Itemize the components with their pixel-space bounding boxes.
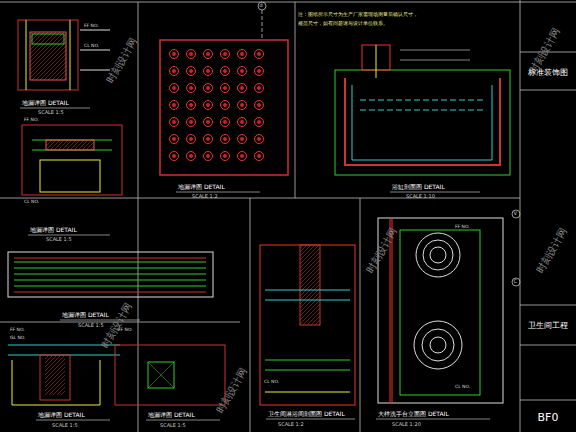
detail-title: 卫生间淋浴间剖面图 DETAIL — [268, 411, 345, 417]
annotation: FF NO. — [10, 328, 25, 333]
annotation: SCALE 1:5 — [78, 323, 104, 328]
detail-title: 地漏详图 DETAIL — [22, 100, 69, 106]
title-block-cell: 卫生间工程 — [521, 310, 575, 340]
annotation: SCALE 1:2 — [192, 194, 218, 199]
watermark: 时刻设计网 — [535, 227, 569, 275]
watermark: 时刻设计网 — [215, 367, 249, 415]
watermark: 时刻设计网 — [105, 37, 139, 85]
annotation: SCALE 1:5 — [160, 423, 186, 428]
title-text: 标准装饰图 — [528, 67, 568, 78]
annotation: V — [514, 211, 517, 216]
annotation: CL NO. — [24, 200, 39, 205]
detail-title: 地漏详图 DETAIL — [148, 412, 195, 418]
watermark: 时刻设计网 — [365, 227, 399, 275]
detail-title: 浴缸剖面图 DETAIL — [392, 184, 445, 190]
annotation: C — [514, 279, 518, 284]
annotation: 注：图纸所示尺寸为生产厂家需现场测量后确认尺寸， — [298, 12, 418, 17]
detail-title: 地漏详图 DETAIL — [178, 184, 225, 190]
detail-title: 地漏详图 DETAIL — [62, 312, 109, 318]
annotation: SCALE 1:20 — [392, 422, 421, 427]
detail-title: 地漏详图 DETAIL — [38, 412, 85, 418]
annotation: SCALE 1:5 — [46, 237, 72, 242]
title-text: BF0 — [538, 411, 559, 424]
annotation: CL NO. — [84, 44, 99, 49]
annotation: FF NO. — [24, 118, 39, 123]
title-block-cell: BF0 — [521, 404, 575, 430]
detail-title: 大样洗手台立面图 DETAIL — [378, 411, 449, 417]
annotation: CL NO. — [264, 380, 279, 385]
annotation: CL NO. — [455, 385, 470, 390]
detail-title: 地漏详图 DETAIL — [30, 227, 77, 233]
annotation: SCALE 1:2 — [278, 422, 304, 427]
annotation: FF NO. — [455, 225, 470, 230]
annotation: d — [260, 3, 263, 8]
annotation: FF NO. — [84, 24, 99, 29]
annotation: GL NO. — [10, 336, 26, 341]
annotation: SCALE 1:10 — [406, 194, 435, 199]
annotation: 规范尺寸，如有问题请与设计单位联系。 — [298, 21, 388, 26]
annotation: SCALE 1:5 — [52, 423, 78, 428]
annotation: SCALE 1:5 — [38, 110, 64, 115]
watermark: 时刻设计网 — [100, 302, 134, 350]
title-text: 卫生间工程 — [528, 320, 568, 331]
title-block-cell: 标准装饰图 — [521, 58, 575, 86]
